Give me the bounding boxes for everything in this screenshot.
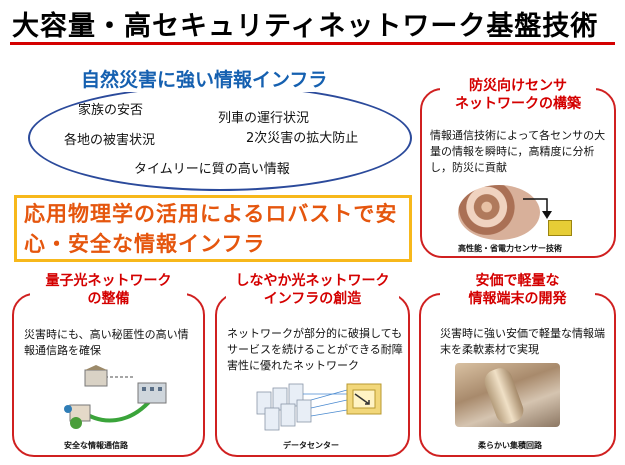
card-flexible-caption: データセンター	[283, 441, 339, 450]
infra-item-family: 家族の安否	[78, 103, 144, 118]
card-quantum-title-line2: の整備	[87, 291, 130, 307]
infra-heading: 自然災害に強い情報インフラ	[75, 65, 334, 92]
banner-text: 応用物理学の活用によるロバストで安心・安全な情報インフラ	[24, 202, 398, 256]
card-flexible-desc: ネットワークが部分的に破損してもサービスを続けることができる耐障害性に優れたネッ…	[227, 327, 403, 372]
card-sensor-title-line1: 防災向けセンサ	[469, 78, 567, 94]
infra-item-train: 列車の運行状況	[218, 111, 310, 126]
infra-item-timely: タイムリーに質の高い情報	[134, 162, 290, 177]
card-quantum-desc: 災害時にも、高い秘匿性の高い情報通信路を確保	[24, 328, 189, 357]
card-flexible-title-line1: しなやか光ネットワーク	[235, 273, 390, 289]
card-flexible-title: しなやか光ネットワーク インフラの創造	[226, 272, 399, 308]
secure-network-icon	[64, 365, 167, 429]
card-terminal-desc: 災害時に強い安価で軽量な情報端末を柔軟素材で実現	[440, 327, 605, 356]
card-terminal-caption: 柔らかい集積回路	[478, 441, 542, 450]
card-terminal-title-line1: 安価で軽量な	[475, 273, 560, 289]
card-sensor-title-line2: ネットワークの構築	[455, 96, 581, 112]
title-underline	[10, 42, 615, 45]
page-title: 大容量・高セキュリティネットワーク基盤技術	[12, 11, 599, 42]
infra-item-secondary: 2次災害の拡大防止	[246, 131, 359, 146]
card-quantum-title: 量子光ネットワーク の整備	[30, 272, 187, 308]
sensor-arrow-icon	[523, 198, 552, 219]
card-flexible	[215, 293, 410, 457]
banner-box	[14, 195, 412, 262]
card-sensor-caption: 高性能・省電力センサー技術	[458, 244, 562, 253]
sensor-image	[458, 185, 540, 240]
data-center-icon	[256, 383, 382, 431]
card-quantum-caption: 安全な情報通信路	[64, 441, 128, 450]
card-flexible-title-line2: インフラの創造	[263, 291, 362, 307]
card-terminal-title: 安価で軽量な 情報端末の開発	[440, 272, 595, 308]
infra-item-damage: 各地の被害状況	[64, 133, 156, 148]
card-sensor-desc: 情報通信技術によって各センサの大量の情報を瞬時に，高精度に分析し，防災に貢献	[430, 129, 606, 174]
card-sensor-title: 防災向けセンサ ネットワークの構築	[440, 77, 596, 113]
sensor-chip-icon	[548, 220, 572, 236]
card-quantum-title-line1: 量子光ネットワーク	[45, 273, 172, 289]
card-terminal-title-line2: 情報端末の開発	[468, 291, 567, 307]
